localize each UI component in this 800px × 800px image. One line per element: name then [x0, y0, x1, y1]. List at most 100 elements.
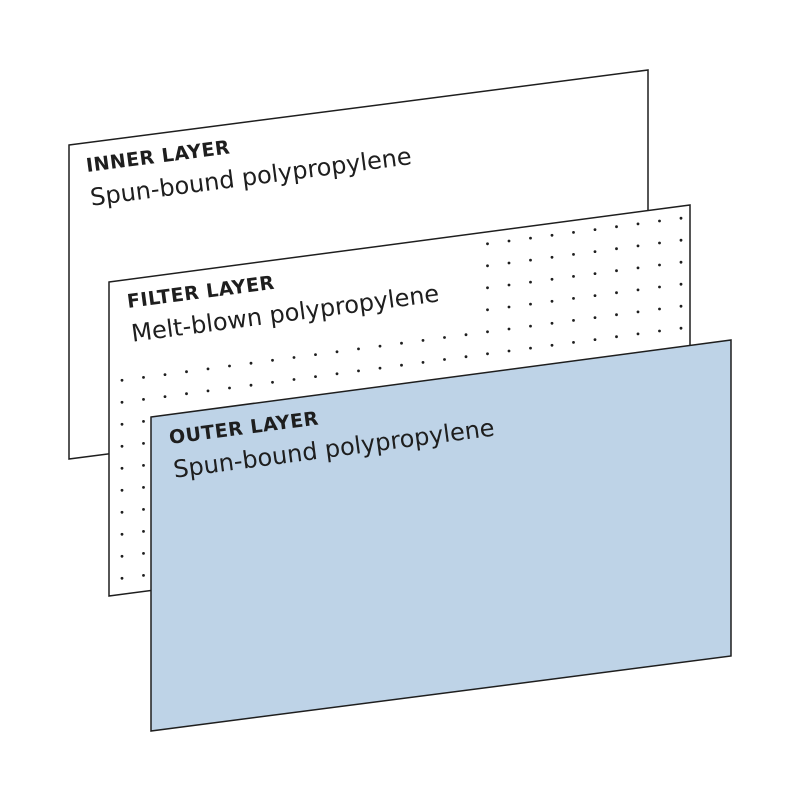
filter-dot — [185, 392, 188, 396]
filter-dot — [615, 335, 618, 339]
filter-dot — [120, 510, 124, 514]
filter-dot — [249, 361, 253, 365]
filter-dot — [271, 358, 274, 362]
filter-dot — [507, 305, 511, 309]
filter-dot — [658, 329, 661, 333]
filter-dot — [507, 349, 511, 353]
filter-dot — [271, 380, 274, 384]
filter-dot — [679, 282, 683, 286]
filter-dot — [142, 464, 145, 467]
filter-dot — [636, 288, 640, 292]
filter-dot — [163, 373, 167, 376]
filter-dot — [120, 378, 124, 382]
filter-dot — [658, 285, 661, 289]
filter-dot — [120, 466, 124, 470]
filter-dot — [486, 286, 489, 290]
filter-dot — [120, 532, 124, 536]
filter-dot — [206, 389, 210, 393]
filter-dot — [529, 324, 532, 328]
filter-dot — [550, 255, 554, 259]
filter-dot — [615, 313, 618, 317]
filter-dot — [636, 310, 640, 314]
filter-dot — [142, 508, 145, 511]
filter-dot — [185, 370, 188, 374]
filter-dot — [486, 264, 489, 268]
filter-dot — [314, 353, 317, 356]
filter-dot — [658, 219, 661, 223]
filter-dot — [529, 258, 532, 262]
filter-dot — [335, 372, 339, 376]
filter-dot — [120, 422, 124, 426]
filter-dot — [658, 263, 661, 267]
filter-dot — [529, 236, 532, 240]
filter-dot — [142, 398, 145, 401]
filter-dot — [636, 244, 640, 248]
filter-dot — [550, 321, 554, 325]
filter-dot — [593, 294, 597, 297]
filter-dot — [593, 316, 597, 319]
filter-dot — [507, 283, 511, 287]
filter-dot — [615, 247, 618, 251]
filter-dot — [120, 444, 124, 448]
filter-dot — [443, 358, 446, 361]
filter-dot — [142, 376, 145, 379]
filter-dot — [421, 339, 425, 342]
filter-dot — [572, 231, 575, 234]
filter-dot — [615, 269, 618, 273]
filter-dot — [636, 266, 640, 270]
filter-dot — [249, 383, 253, 387]
filter-dot — [615, 291, 618, 295]
filter-dot — [314, 375, 317, 378]
filter-dot — [142, 574, 145, 577]
filter-dot — [163, 395, 167, 398]
filter-dot — [142, 486, 145, 489]
filter-dot — [615, 225, 618, 229]
filter-dot — [593, 338, 597, 341]
filter-dot — [507, 261, 511, 265]
filter-dot — [378, 344, 382, 348]
filter-dot — [443, 336, 446, 339]
filter-dot — [292, 356, 296, 359]
filter-dot — [378, 366, 382, 370]
filter-dot — [529, 346, 532, 350]
filter-dot — [357, 347, 360, 351]
filter-dot — [507, 239, 511, 243]
filter-dot — [550, 233, 554, 237]
filter-dot — [593, 272, 597, 275]
filter-dot — [486, 330, 489, 334]
filter-dot — [400, 341, 403, 345]
filter-dot — [357, 369, 360, 373]
filter-dot — [507, 327, 511, 331]
filter-dot — [572, 297, 575, 300]
filter-dot — [679, 238, 683, 242]
filter-dot — [486, 352, 489, 356]
filter-dot — [335, 350, 339, 354]
outer-layer-sheet — [150, 339, 732, 732]
filter-dot — [679, 260, 683, 264]
filter-dot — [142, 530, 145, 533]
filter-dot — [658, 241, 661, 245]
filter-dot — [572, 253, 575, 256]
filter-dot — [572, 319, 575, 322]
filter-dot — [120, 576, 124, 580]
filter-dot — [142, 552, 145, 555]
outer-layer-panel: OUTER LAYER Spun-bound polypropylene — [150, 339, 732, 732]
filter-dot — [206, 367, 210, 371]
filter-dot — [550, 277, 554, 281]
filter-dot — [486, 308, 489, 312]
filter-dot — [464, 333, 468, 337]
filter-dot — [464, 355, 468, 359]
filter-dot — [636, 332, 640, 336]
filter-dot — [679, 304, 683, 308]
filter-dot — [228, 364, 231, 368]
filter-dot — [292, 378, 296, 381]
filter-dot — [679, 216, 683, 220]
filter-dot — [142, 420, 145, 423]
filter-dot — [120, 400, 124, 404]
filter-dot — [593, 250, 597, 254]
filter-dot — [636, 222, 640, 226]
filter-dot — [550, 343, 554, 347]
filter-dot — [679, 326, 683, 330]
filter-dot — [486, 242, 489, 246]
